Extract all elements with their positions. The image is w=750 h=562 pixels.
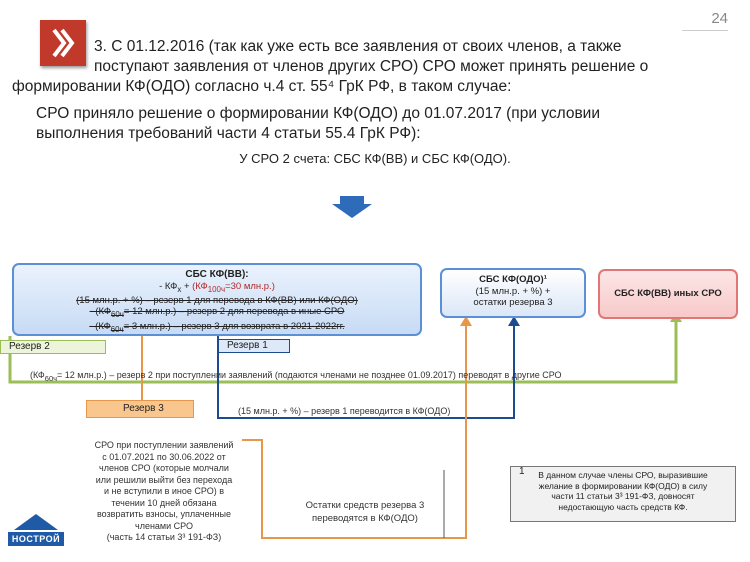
chevron-logo-icon (40, 20, 86, 66)
reserve-2-tag: Резерв 2 (0, 340, 106, 354)
reserve-3-line: или решили выйти без перехода (95, 474, 233, 485)
footnote-line: желание в формировании КФ(ОДО) в силу (538, 480, 708, 491)
box-vv-r3-b: = 3 млн.р.) – резерв 3 для возврата в 20… (123, 320, 345, 332)
intro-text: 3. С 01.12.2016 (так как уже есть все за… (12, 37, 702, 97)
house-roof-icon (14, 514, 58, 530)
footnote-marker: 1 (519, 466, 525, 477)
box-vv-line-4: - (КФ60ч= 3 млн.р.) – резерв 3 для возвр… (14, 321, 420, 335)
reserve-3-text: СРО при поступлении заявлений с 01.07.20… (86, 440, 242, 544)
decision-line-2: выполнения требований части 4 статьи 55.… (36, 125, 421, 142)
reserve-3-line: и не вступили в иное СРО) в (104, 486, 224, 496)
box-vv-line-3: - (КФ60ч= 12 млн.р.) – резерв 2 для пере… (14, 306, 420, 320)
account-box-kf-vv: СБС КФ(ВВ): - КФx + (КФ100ч=30 млн.р.) (… (12, 263, 422, 336)
accounts-line: У СРО 2 счета: СБС КФ(ВВ) и СБС КФ(ОДО). (239, 151, 511, 166)
box-vv-r3-sub: 60ч (110, 324, 124, 334)
reserve-2-note: (КФ60ч= 12 млн.р.) – резерв 2 при поступ… (30, 370, 660, 383)
box-vv-title: СБС КФ(ВВ): (185, 269, 249, 280)
reserve-3-line: с 01.07.2021 по 30.06.2022 от (102, 451, 226, 462)
reserve-3-tag: Резерв 3 (86, 400, 194, 418)
reserve-2-note-b: = 12 млн.р.) – резерв 2 при поступлении … (57, 370, 562, 380)
box-vv-kf100: (КФ100ч=30 млн.р.) (192, 280, 275, 294)
box-vv-r2-b: = 12 млн.р.) – резерв 2 (123, 306, 226, 318)
remainder-text: Остатки средств резерва 3 переводятся в … (290, 500, 440, 525)
reserve-1-tag: Резерв 1 (218, 339, 290, 353)
footnote-line: В данном случае члены СРО, выразившие (538, 470, 708, 480)
box-odo-line-2: остатки резерва 3 (473, 297, 553, 308)
footnote-line: части 11 статьи 3³ 191-ФЗ, довносят (551, 491, 695, 501)
footnote-box: 1 В данном случае члены СРО, выразившие … (510, 466, 736, 522)
remainder-line-1: Остатки средств резерва 3 (305, 500, 425, 511)
reserve-1-note: (15 млн.р. + %) – резерв 1 переводится в… (238, 406, 451, 416)
intro-line-2: поступают заявления от членов других СРО… (94, 58, 649, 75)
box-vv-plus: + (181, 280, 193, 292)
box-vv-line-1: - КФx + (КФ100ч=30 млн.р.) (14, 281, 420, 295)
down-arrow-icon (332, 196, 372, 218)
box-vv-reserve2: - (КФ60ч= 12 млн.р.) – резерв 2 (89, 306, 226, 320)
reserve-3-line: (часть 14 статьи 3³ 191-ФЗ) (106, 532, 222, 542)
account-box-other-sro: СБС КФ(ВВ) иных СРО (598, 269, 738, 319)
box-odo-line-1: (15 млн.р. + %) + (475, 285, 551, 297)
slide-number: 24 (682, 10, 728, 31)
reserve-3-line: возвратить взносы, уплаченные (96, 509, 232, 519)
box-vv-line-2: (15 млн.р. + %) – резерв 1 для перевода … (76, 294, 358, 306)
intro-line-3: формировании КФ(ОДО) согласно ч.4 ст. 55… (12, 78, 512, 95)
reserve-3-line: членов СРО (которые молчали (99, 463, 229, 473)
box-vv-kf100-sub: 100ч (207, 284, 226, 294)
box-vv-r2-sub: 60ч (110, 310, 124, 320)
nostroy-logo-text: НОСТРОЙ (8, 532, 64, 546)
reserve-3-line: течении 10 дней обязана (111, 497, 217, 508)
footnote-line: недостающую часть средств КФ. (558, 501, 688, 512)
box-vv-kf100-b: =30 млн.р.) (225, 280, 275, 292)
intro-line-1: 3. С 01.12.2016 (так как уже есть все за… (94, 38, 622, 55)
decision-text: СРО приняло решение о формировании КФ(ОД… (36, 104, 696, 144)
box-vv-kf100-a: (КФ (192, 280, 208, 292)
account-box-kf-odo: СБС КФ(ОДО)¹ (15 млн.р. + %) + остатки р… (440, 268, 586, 318)
box-odo-title: СБС КФ(ОДО)¹ (479, 274, 547, 285)
box-vv-r3-a: - (КФ (89, 320, 111, 332)
decision-line-1: СРО приняло решение о формировании КФ(ОД… (36, 105, 600, 122)
reserve-2-note-a: (КФ (30, 370, 45, 380)
box-vv-r2-c: для перевода в иные СРО (225, 306, 345, 318)
remainder-line-2: переводятся в КФ(ОДО) (312, 512, 418, 524)
reserve-3-line: членами СРО (135, 520, 193, 531)
box-vv-r2-a: - (КФ (89, 306, 111, 318)
nostroy-logo: НОСТРОЙ (8, 514, 64, 556)
box-vv-kf-sub: x (177, 284, 182, 294)
box-vv-kf: - КФ (159, 280, 178, 292)
reserve-3-line: СРО при поступлении заявлений (94, 440, 234, 450)
reserve-2-note-sub: 60ч (44, 373, 58, 383)
